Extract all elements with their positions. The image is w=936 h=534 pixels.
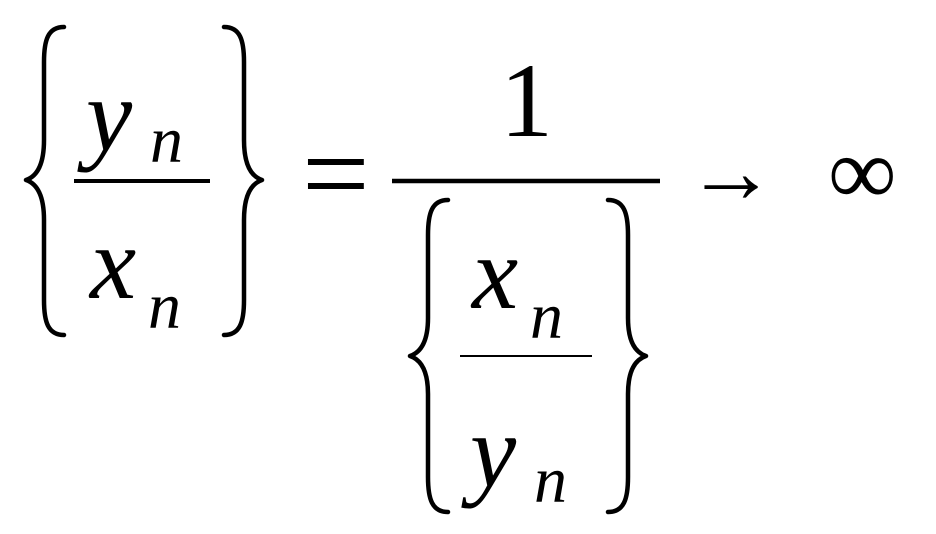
tends-to-arrow: → <box>686 123 776 222</box>
left-denominator-var: x <box>88 206 136 321</box>
inner-open-brace <box>407 197 451 515</box>
right-fraction: 1 x n y n <box>392 42 660 517</box>
inner-fraction: x n y n <box>460 216 592 517</box>
inner-numerator-var: x <box>470 216 518 331</box>
left-close-brace <box>221 24 265 338</box>
left-fraction: y n x n <box>74 58 210 343</box>
left-fraction-braces <box>23 24 265 338</box>
inner-denominator-sub: n <box>534 444 567 517</box>
left-denominator-sub: n <box>148 270 181 343</box>
left-numerator-var: y <box>77 58 133 173</box>
left-numerator-sub: n <box>150 104 183 177</box>
inner-numerator-sub: n <box>530 280 563 353</box>
left-open-brace <box>23 24 67 338</box>
inner-denominator-var: y <box>461 394 517 509</box>
equals-sign: = <box>302 107 370 240</box>
inner-close-brace <box>605 197 649 515</box>
right-numerator: 1 <box>500 42 553 159</box>
inner-fraction-braces <box>407 197 649 515</box>
infinity-symbol: ∞ <box>828 118 896 225</box>
